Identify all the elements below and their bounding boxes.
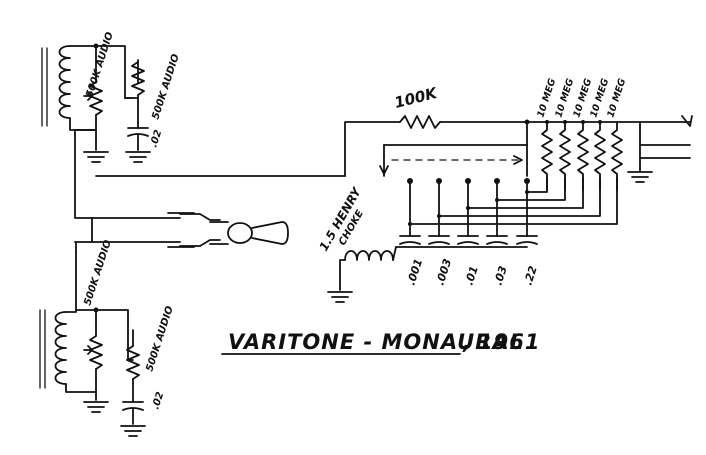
title-separator: , xyxy=(462,330,472,354)
cap-label-2: .003 xyxy=(433,257,454,287)
lower-volume-label: 500K AUDIO xyxy=(82,238,114,307)
lower-tone-pot xyxy=(126,345,140,380)
title-text: VARITONE - MONAURAL xyxy=(228,330,524,354)
lower-cap-label: .02 xyxy=(150,391,166,411)
diagram-title: VARITONE - MONAURAL , 1961 xyxy=(221,330,540,355)
capacitor-bank xyxy=(395,235,538,248)
upper-tone-pot xyxy=(131,61,145,96)
upper-pickup-coil xyxy=(58,45,71,119)
title-year: 1961 xyxy=(478,330,540,354)
cap-label-4: .03 xyxy=(491,264,509,287)
varitone-switch-contacts xyxy=(407,177,618,237)
varitone-network: 100K 10 MEG 10 MEG 10 MEG xyxy=(316,77,693,303)
lower-pickup-section: 500K AUDIO 500K AUDIO .02 xyxy=(39,238,176,437)
upper-tone-label: 500K AUDIO xyxy=(150,52,182,121)
upper-volume-label: 500K AUDIO xyxy=(84,30,116,99)
series-resistor xyxy=(399,115,441,129)
cap-label-3: .01 xyxy=(462,264,480,287)
cap-label-5: .22 xyxy=(521,264,539,287)
upper-volume-pot xyxy=(89,81,103,116)
shunt-resistor-ladder xyxy=(541,120,623,191)
upper-pickup-section: 500K AUDIO 500K AUDIO .02 xyxy=(41,30,182,163)
pickup-selector-switch xyxy=(74,129,346,253)
lower-tone-label: 500K AUDIO xyxy=(144,304,176,373)
upper-cap-label: .02 xyxy=(148,129,164,149)
output-jack xyxy=(681,115,693,127)
switch-lever xyxy=(251,221,289,245)
cap-label-1: .001 xyxy=(404,257,425,287)
henry-choke xyxy=(327,246,397,303)
series-resistor-label: 100K xyxy=(393,84,440,112)
lower-volume-pot xyxy=(89,335,103,370)
lower-pickup-coil xyxy=(54,311,67,385)
